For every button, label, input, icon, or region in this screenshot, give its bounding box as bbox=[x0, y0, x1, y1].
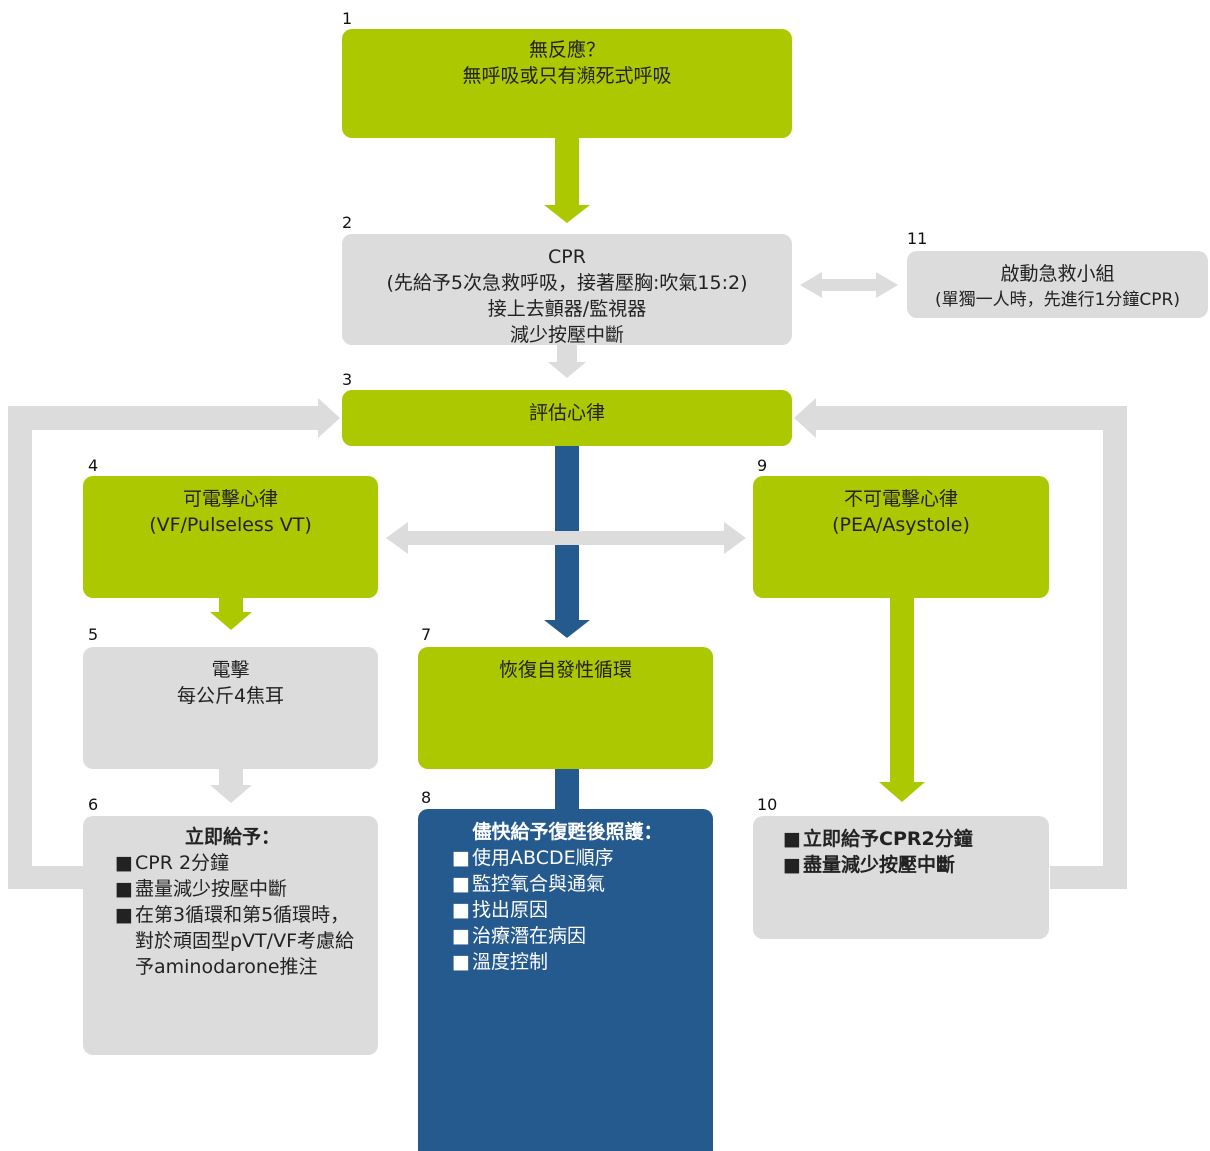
step-number-3: 3 bbox=[342, 370, 353, 389]
bullet-icon: ■ bbox=[452, 873, 470, 895]
list-item: ■監控氧合與通氣 bbox=[452, 873, 606, 895]
node-assess-rhythm: 評估心律 bbox=[342, 390, 792, 446]
node-activate-team: 啟動急救小組 (單獨一人時，先進行1分鐘CPR) bbox=[907, 251, 1208, 318]
list-item: ■在第3循環和第5循環時， bbox=[115, 904, 350, 926]
list-item: 對於頑固型pVT/VF考慮給 bbox=[135, 930, 354, 952]
arrow-4-to-5 bbox=[210, 598, 252, 630]
node-2-line-1: CPR bbox=[548, 246, 586, 268]
node-10-list: ■立即給予CPR2分鐘 ■盡量減少按壓中斷 bbox=[783, 826, 973, 878]
step-number-1: 1 bbox=[342, 9, 353, 28]
node-immediate-actions: 立即給予： ■CPR 2分鐘 ■盡量減少按壓中斷 ■在第3循環和第5循環時， 對… bbox=[83, 816, 378, 1055]
node-unresponsive: 無反應？ 無呼吸或只有瀕死式呼吸 bbox=[342, 29, 792, 138]
node-2-line-4: 減少按壓中斷 bbox=[509, 324, 624, 346]
node-9-line-1: 不可電擊心律 bbox=[843, 488, 958, 510]
node-8-list: ■使用ABCDE順序 ■監控氧合與通氣 ■找出原因 ■治療潛在病因 ■溫度控制 bbox=[452, 845, 614, 975]
node-3-line-1: 評估心律 bbox=[528, 402, 605, 424]
list-item: ■治療潛在病因 bbox=[452, 925, 587, 947]
node-2-line-3: 接上去顫器/監視器 bbox=[487, 298, 647, 320]
node-2-line-2: (先給予5次急救呼吸，接著壓胸:吹氣15:2) bbox=[386, 272, 748, 294]
step-number-4: 4 bbox=[88, 456, 99, 475]
bullet-icon: ■ bbox=[452, 847, 470, 869]
step-number-5: 5 bbox=[88, 625, 99, 644]
step-number-6: 6 bbox=[88, 795, 99, 814]
step-number-7: 7 bbox=[421, 625, 432, 644]
arrow-5-to-6 bbox=[210, 769, 252, 803]
bullet-icon: ■ bbox=[115, 904, 133, 926]
step-number-2: 2 bbox=[342, 213, 353, 232]
node-11-line-1: 啟動急救小組 bbox=[1000, 263, 1115, 285]
node-11-line-2: (單獨一人時，先進行1分鐘CPR) bbox=[934, 290, 1180, 310]
node-8-title: 儘快給予復甦後照護： bbox=[472, 821, 663, 843]
bullet-icon: ■ bbox=[115, 852, 133, 874]
node-5-text: 電擊 每公斤4焦耳 bbox=[121, 657, 341, 709]
list-item: ■CPR 2分鐘 bbox=[115, 852, 230, 874]
arrow-2-to-3 bbox=[548, 345, 586, 378]
bullet-icon: ■ bbox=[452, 951, 470, 973]
list-item: 予aminodarone推注 bbox=[135, 956, 318, 978]
list-item: ■盡量減少按壓中斷 bbox=[115, 878, 288, 900]
arrow-2-to-11 bbox=[800, 272, 898, 298]
node-5-line-1: 電擊 bbox=[211, 659, 250, 681]
node-6-list: ■CPR 2分鐘 ■盡量減少按壓中斷 ■在第3循環和第5循環時， 對於頑固型pV… bbox=[115, 850, 354, 980]
node-nonshockable-rhythm: 不可電擊心律 (PEA/Asystole) bbox=[753, 476, 1049, 598]
arrow-9-to-10 bbox=[879, 598, 925, 802]
node-shock: 電擊 每公斤4焦耳 bbox=[83, 647, 378, 769]
bullet-icon: ■ bbox=[452, 925, 470, 947]
node-7-line-1: 恢復自發性循環 bbox=[498, 659, 632, 681]
bullet-icon: ■ bbox=[783, 828, 801, 850]
arrow-4-to-9 bbox=[386, 522, 746, 554]
node-4-line-2: (VF/Pulseless VT) bbox=[149, 514, 312, 536]
node-5-line-2: 每公斤4焦耳 bbox=[176, 685, 285, 707]
node-nonshockable-actions: ■立即給予CPR2分鐘 ■盡量減少按壓中斷 bbox=[753, 816, 1049, 939]
bullet-icon: ■ bbox=[115, 878, 133, 900]
step-number-8: 8 bbox=[421, 788, 432, 807]
node-9-line-2: (PEA/Asystole) bbox=[832, 514, 970, 536]
node-cpr: CPR (先給予5次急救呼吸，接著壓胸:吹氣15:2) 接上去顫器/監視器 減少… bbox=[342, 234, 792, 346]
node-4-line-1: 可電擊心律 bbox=[182, 488, 278, 510]
arrow-1-to-2 bbox=[544, 138, 590, 223]
connector-7-to-8 bbox=[555, 769, 579, 811]
list-item: ■使用ABCDE順序 bbox=[452, 847, 614, 869]
list-item: ■立即給予CPR2分鐘 bbox=[783, 828, 973, 850]
step-number-10: 10 bbox=[757, 795, 778, 814]
node-1-line-2: 無呼吸或只有瀕死式呼吸 bbox=[462, 65, 672, 87]
node-shockable-rhythm: 可電擊心律 (VF/Pulseless VT) bbox=[83, 476, 378, 598]
node-1-line-1: 無反應？ bbox=[528, 39, 605, 61]
node-rosc: 恢復自發性循環 bbox=[418, 647, 713, 769]
list-item: ■溫度控制 bbox=[452, 951, 549, 973]
list-item: ■盡量減少按壓中斷 bbox=[783, 854, 956, 876]
step-number-9: 9 bbox=[757, 456, 768, 475]
node-post-resuscitation-care: 儘快給予復甦後照護： ■使用ABCDE順序 ■監控氧合與通氣 ■找出原因 ■治療… bbox=[418, 809, 713, 1151]
node-6-title: 立即給予： bbox=[184, 826, 280, 848]
step-number-11: 11 bbox=[907, 229, 928, 248]
list-item: ■找出原因 bbox=[452, 899, 549, 921]
bullet-icon: ■ bbox=[452, 899, 470, 921]
bullet-icon: ■ bbox=[783, 854, 801, 876]
